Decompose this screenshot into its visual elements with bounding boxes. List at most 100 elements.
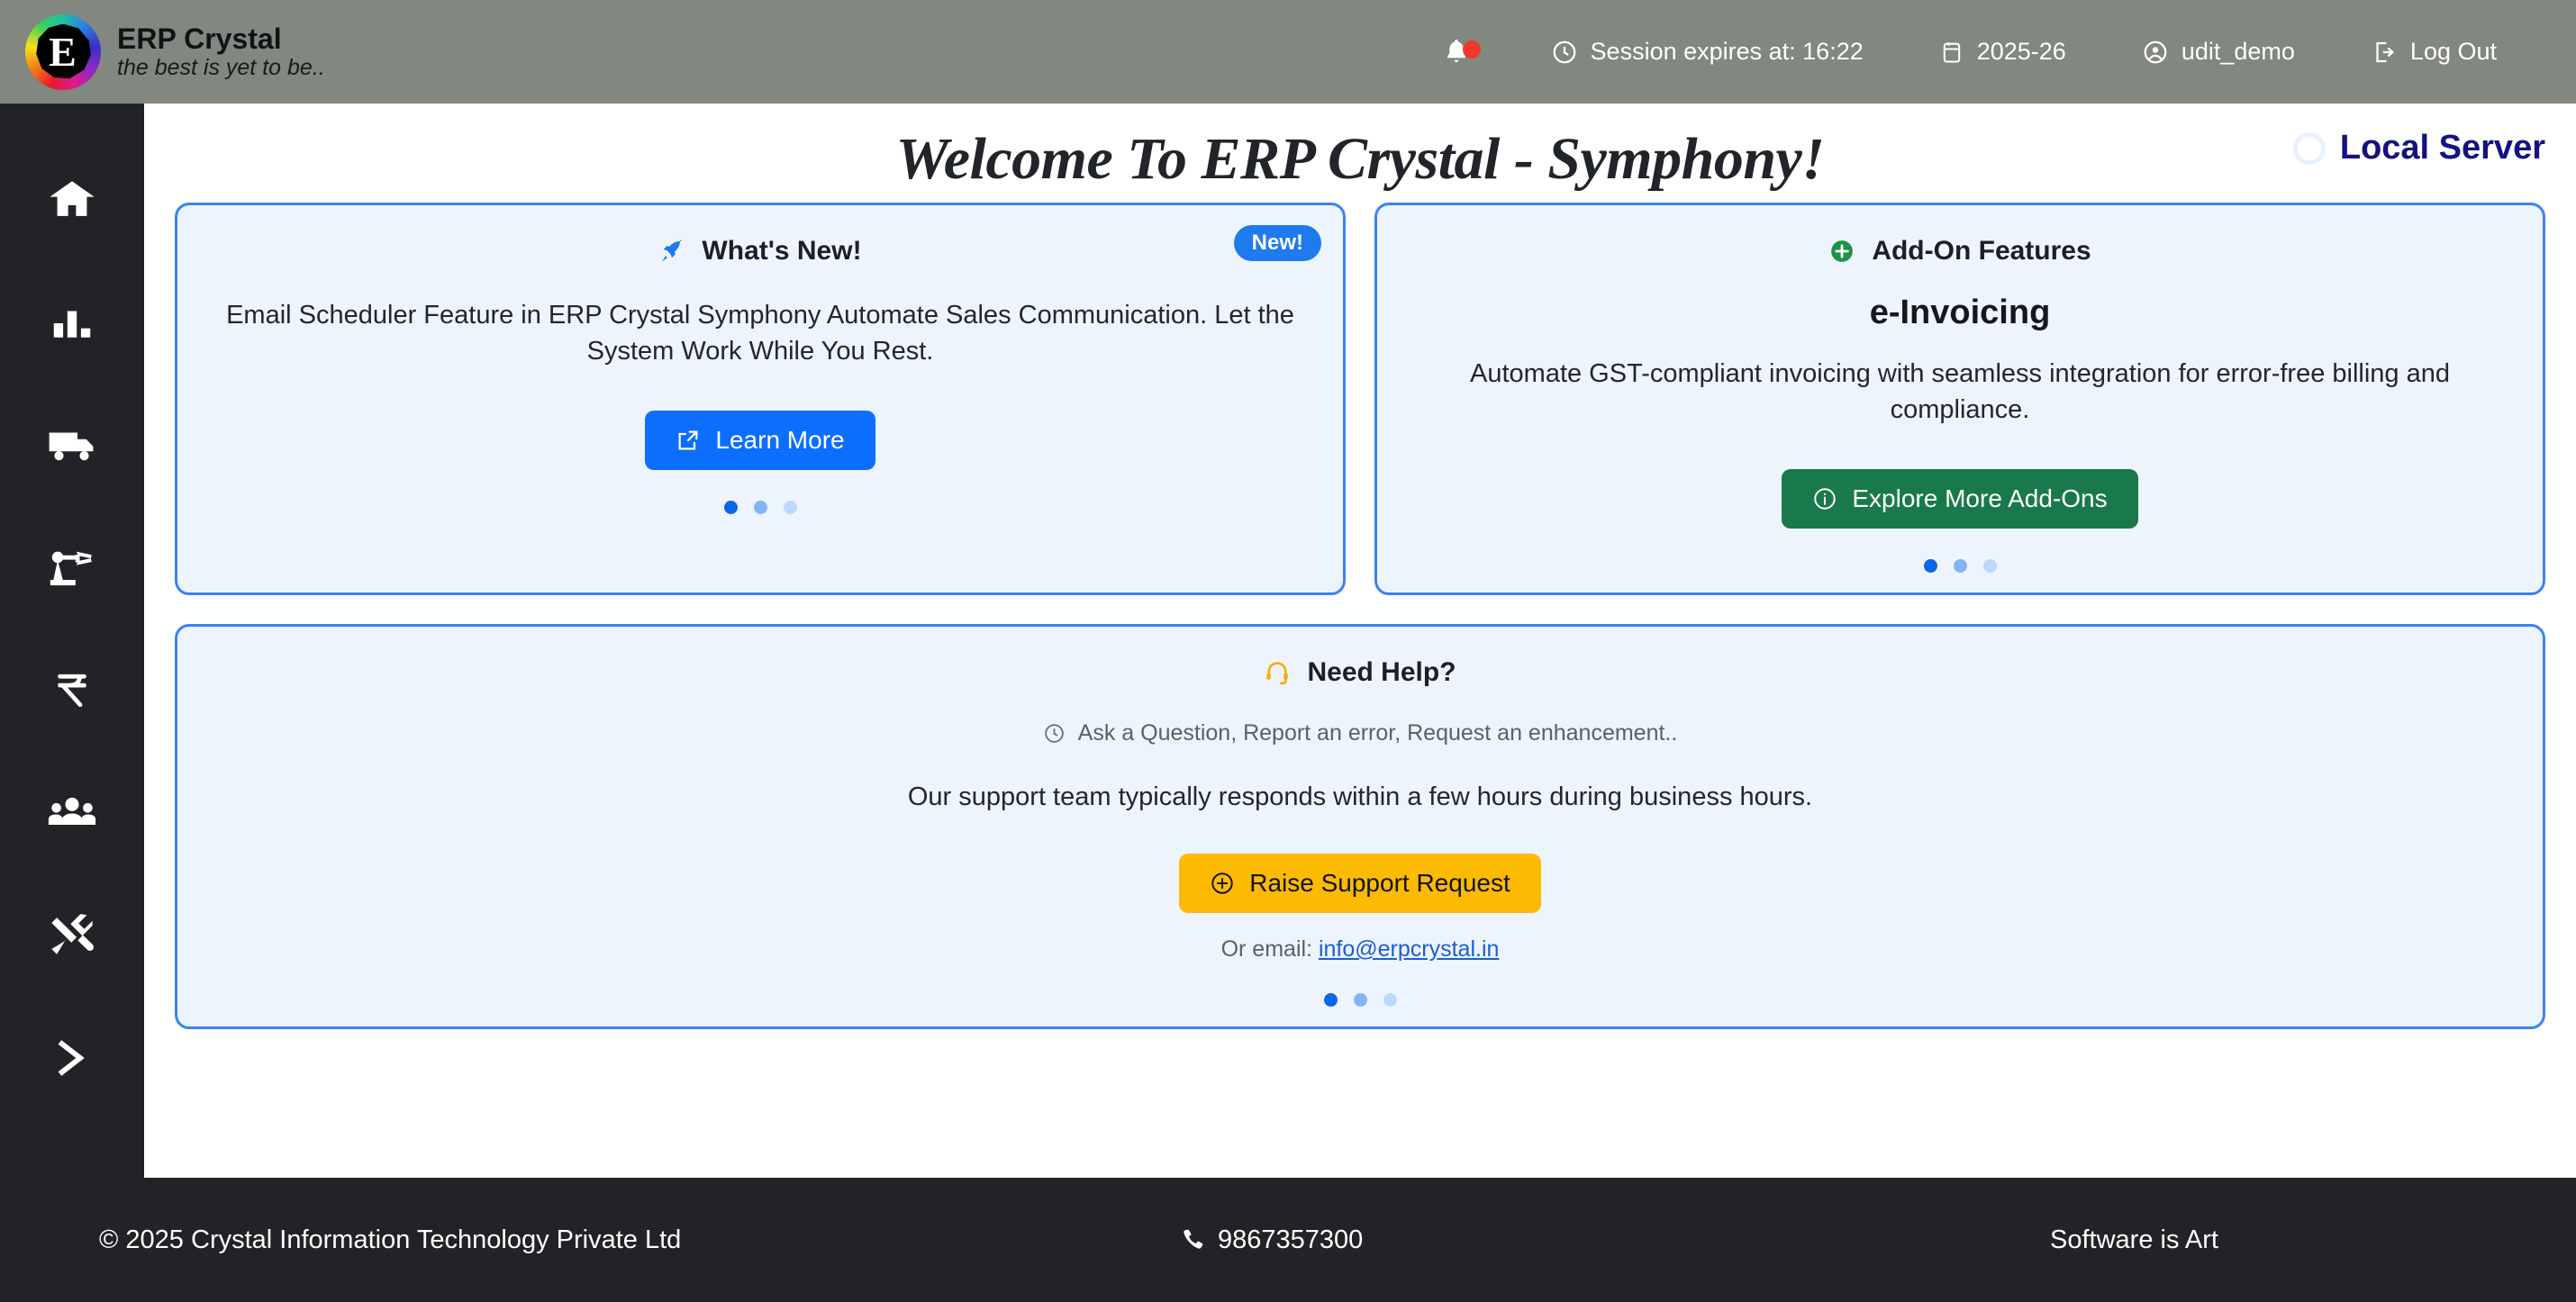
whats-new-header: What's New! — [177, 205, 1343, 267]
brand[interactable]: E ERP Crystal the best is yet to be.. — [0, 14, 576, 90]
page-title: Welcome To ERP Crystal - Symphony! — [895, 126, 1825, 192]
cards-row: New! What's New! Email Scheduler Feature… — [144, 203, 2576, 596]
addon-header: Add-On Features — [1377, 205, 2543, 267]
carousel-dot[interactable] — [753, 501, 767, 515]
whats-new-body: Email Scheduler Feature in ERP Crystal S… — [226, 301, 1294, 366]
info-circle-icon — [1814, 488, 1837, 510]
sidebar-item-reports[interactable] — [0, 262, 144, 384]
carousel-dot[interactable] — [1383, 993, 1397, 1008]
logo-glyph: E — [49, 28, 77, 75]
addon-heading-row: Add-On Features — [1377, 236, 2543, 267]
addon-carousel-dots[interactable] — [1377, 529, 2543, 592]
explore-addons-label: Explore More Add-Ons — [1852, 484, 2108, 513]
sidebar-item-production[interactable] — [0, 507, 144, 629]
help-response-line: Our support team typically responds with… — [907, 782, 1813, 812]
session-expiry: Session expires at: 16:22 — [1513, 38, 1901, 66]
email-prefix: Or email: — [1220, 936, 1312, 963]
carousel-dot[interactable] — [1953, 559, 1967, 574]
whats-new-card: New! What's New! Email Scheduler Feature… — [175, 203, 1346, 596]
chevron-right-icon — [58, 1040, 85, 1076]
logout-button[interactable]: Log Out — [2333, 38, 2535, 66]
addon-body: Automate GST-compliant invoicing with se… — [1470, 359, 2450, 425]
notification-badge-dot — [1462, 40, 1481, 59]
app-header: E ERP Crystal the best is yet to be.. Se… — [0, 0, 2576, 104]
user-menu[interactable]: udit_demo — [2104, 38, 2333, 66]
raise-support-request-button[interactable]: Raise Support Request — [1179, 854, 1541, 914]
logout-label: Log Out — [2409, 38, 2497, 65]
carousel-dot[interactable] — [1353, 993, 1367, 1008]
title-row: Welcome To ERP Crystal - Symphony! Local… — [144, 104, 2576, 203]
carousel-dot[interactable] — [723, 501, 738, 515]
help-heading-row: Need Help? — [177, 657, 2543, 688]
learn-more-button[interactable]: Learn More — [645, 411, 875, 471]
whats-new-carousel-dots[interactable] — [177, 470, 1343, 534]
carousel-dot[interactable] — [783, 501, 797, 515]
server-status: Local Server — [2292, 129, 2545, 167]
help-note: Ask a Question, Report an error, Request… — [1077, 720, 1678, 746]
carousel-dot[interactable] — [1982, 559, 1997, 574]
need-help-card: Need Help? Ask a Question, Report an err… — [175, 624, 2545, 1030]
app-footer: © 2025 Crystal Information Technology Pr… — [0, 1178, 2576, 1302]
footer-copyright: © 2025 Crystal Information Technology Pr… — [99, 1225, 682, 1254]
brand-title: ERP Crystal — [117, 22, 282, 55]
sidebar-item-maintenance[interactable] — [0, 874, 144, 997]
help-note-row: Ask a Question, Report an error, Request… — [177, 720, 2543, 746]
fiscal-year-selector[interactable]: 2025-26 — [1901, 38, 2104, 66]
status-badge: New! — [1233, 225, 1321, 261]
truck-icon — [49, 432, 94, 461]
help-email-line: Or email: info@erpcrystal.in — [177, 936, 2543, 963]
fiscal-year-label: 2025-26 — [1976, 38, 2066, 65]
clock-icon — [1044, 724, 1064, 743]
rupee-icon — [58, 674, 86, 708]
addon-subheading: e-Invoicing — [1869, 294, 2051, 331]
user-circle-icon — [2144, 41, 2167, 63]
sidebar — [0, 104, 144, 1302]
sidebar-item-expand[interactable] — [0, 997, 144, 1119]
clock-icon — [1553, 41, 1575, 63]
footer-phone-number: 9867357300 — [1218, 1225, 1364, 1254]
whats-new-actions: Learn More — [177, 411, 1343, 471]
addon-heading: Add-On Features — [1872, 236, 2091, 266]
whats-new-heading-row: What's New! — [177, 236, 1343, 267]
whats-new-heading: What's New! — [702, 236, 862, 266]
addon-features-card: Add-On Features e-Invoicing Automate GST… — [1374, 203, 2545, 596]
robotic-arm-icon — [50, 551, 92, 586]
support-email-link[interactable]: info@erpcrystal.in — [1318, 936, 1500, 963]
external-link-icon — [678, 430, 698, 450]
rocket-icon — [662, 239, 683, 262]
sidebar-item-dispatch[interactable] — [0, 384, 144, 507]
bar-chart-icon — [53, 311, 91, 338]
header-tools: Session expires at: 16:22 2025-26 udit_d… — [1423, 35, 2576, 69]
session-expiry-label: Session expires at: 16:22 — [1590, 38, 1864, 65]
carousel-dot[interactable] — [1323, 993, 1338, 1008]
help-heading: Need Help? — [1307, 657, 1456, 688]
brand-tagline: the best is yet to be.. — [117, 55, 325, 81]
plus-circle-icon — [1211, 873, 1233, 894]
sidebar-item-finance[interactable] — [0, 629, 144, 752]
headset-icon — [1266, 662, 1289, 685]
user-name-label: udit_demo — [2181, 38, 2295, 65]
carousel-dot[interactable] — [1923, 559, 1937, 574]
addon-actions: Explore More Add-Ons — [1377, 469, 2543, 529]
raise-support-request-label: Raise Support Request — [1249, 869, 1510, 898]
sidebar-item-hr[interactable] — [0, 752, 144, 874]
bell-icon — [1447, 39, 1465, 62]
brand-text: ERP Crystal the best is yet to be.. — [117, 22, 325, 81]
explore-addons-button[interactable]: Explore More Add-Ons — [1782, 469, 2138, 529]
sidebar-item-home[interactable] — [0, 140, 144, 262]
learn-more-label: Learn More — [715, 426, 845, 455]
main-content: Welcome To ERP Crystal - Symphony! Local… — [144, 104, 2576, 1178]
help-carousel-dots[interactable] — [177, 963, 2543, 1026]
people-icon — [48, 797, 96, 826]
footer-tagline: Software is Art — [2050, 1225, 2218, 1254]
footer-phone[interactable]: 9867357300 — [1180, 1225, 1363, 1255]
home-icon — [50, 181, 95, 216]
server-status-label: Local Server — [2339, 129, 2545, 167]
help-actions: Raise Support Request — [177, 854, 2543, 914]
tools-icon — [51, 914, 94, 954]
spinner-ring-icon — [2292, 131, 2326, 165]
notifications-button[interactable] — [1423, 35, 1513, 69]
plus-circle-icon — [1831, 240, 1854, 262]
calendar-icon — [1943, 41, 1960, 63]
